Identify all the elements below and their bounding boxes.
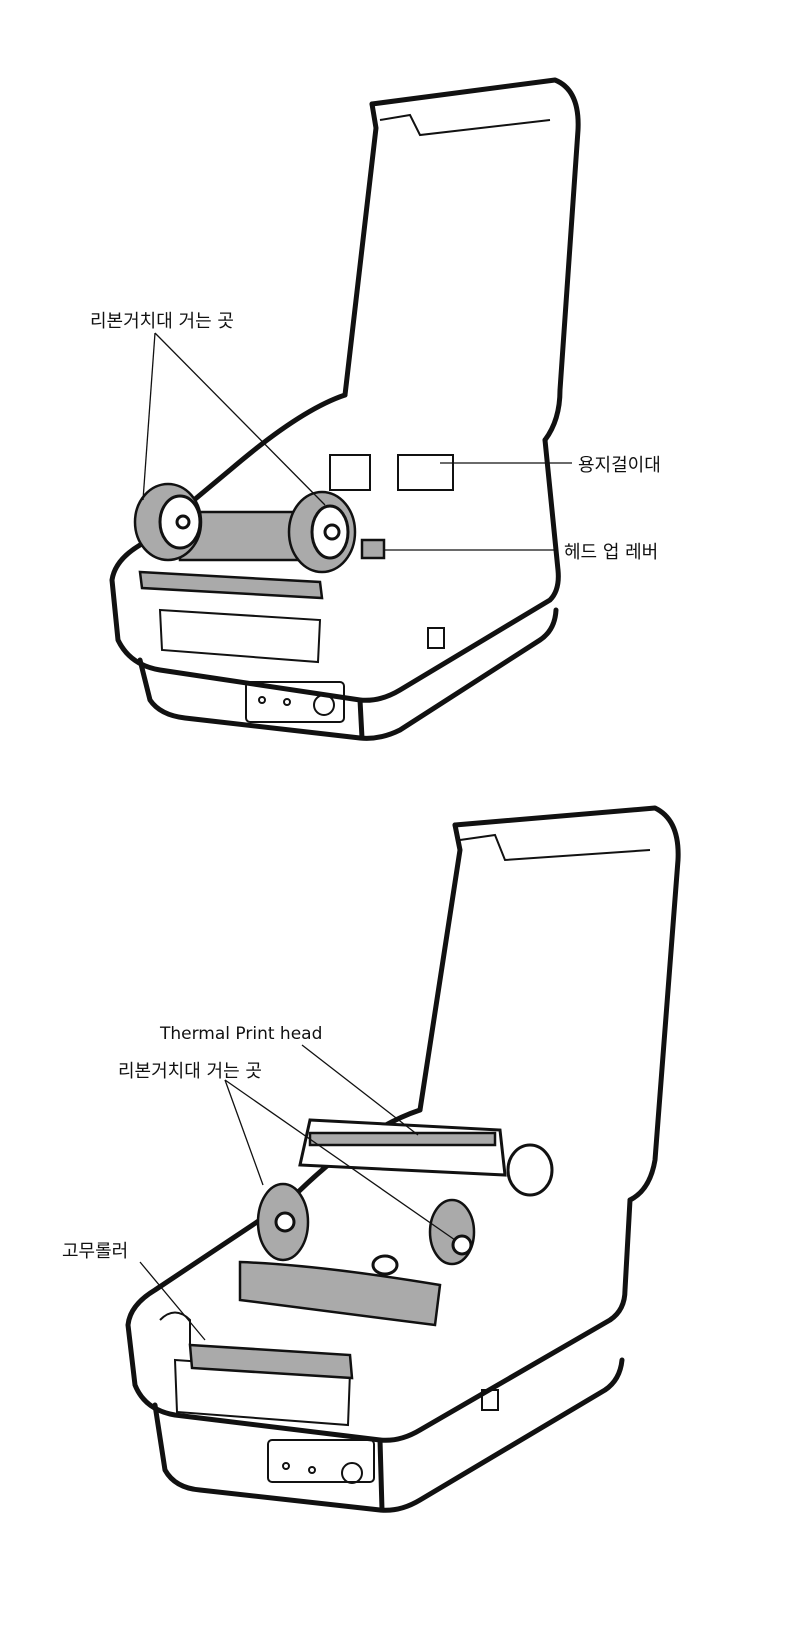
label-thermal-print-head: Thermal Print head bbox=[160, 1024, 323, 1044]
top-printer-drawing bbox=[109, 77, 581, 741]
label-ribbon-holder-top: 리본거치대 거는 곳 bbox=[90, 311, 234, 332]
bottom-printer-drawing bbox=[125, 805, 681, 1513]
label-ribbon-holder-bottom: 리본거치대 거는 곳 bbox=[118, 1061, 262, 1082]
ribbon-hub-right bbox=[428, 1198, 476, 1266]
label-rubber-roller: 고무롤러 bbox=[62, 1241, 129, 1262]
ribbon-spindle-left bbox=[133, 482, 203, 562]
label-head-up-lever: 헤드 업 레버 bbox=[564, 542, 659, 563]
ribbon-spindle-right bbox=[287, 490, 357, 574]
label-paper-holder: 용지걸이대 bbox=[578, 455, 661, 476]
ribbon-hub-left bbox=[256, 1182, 310, 1262]
